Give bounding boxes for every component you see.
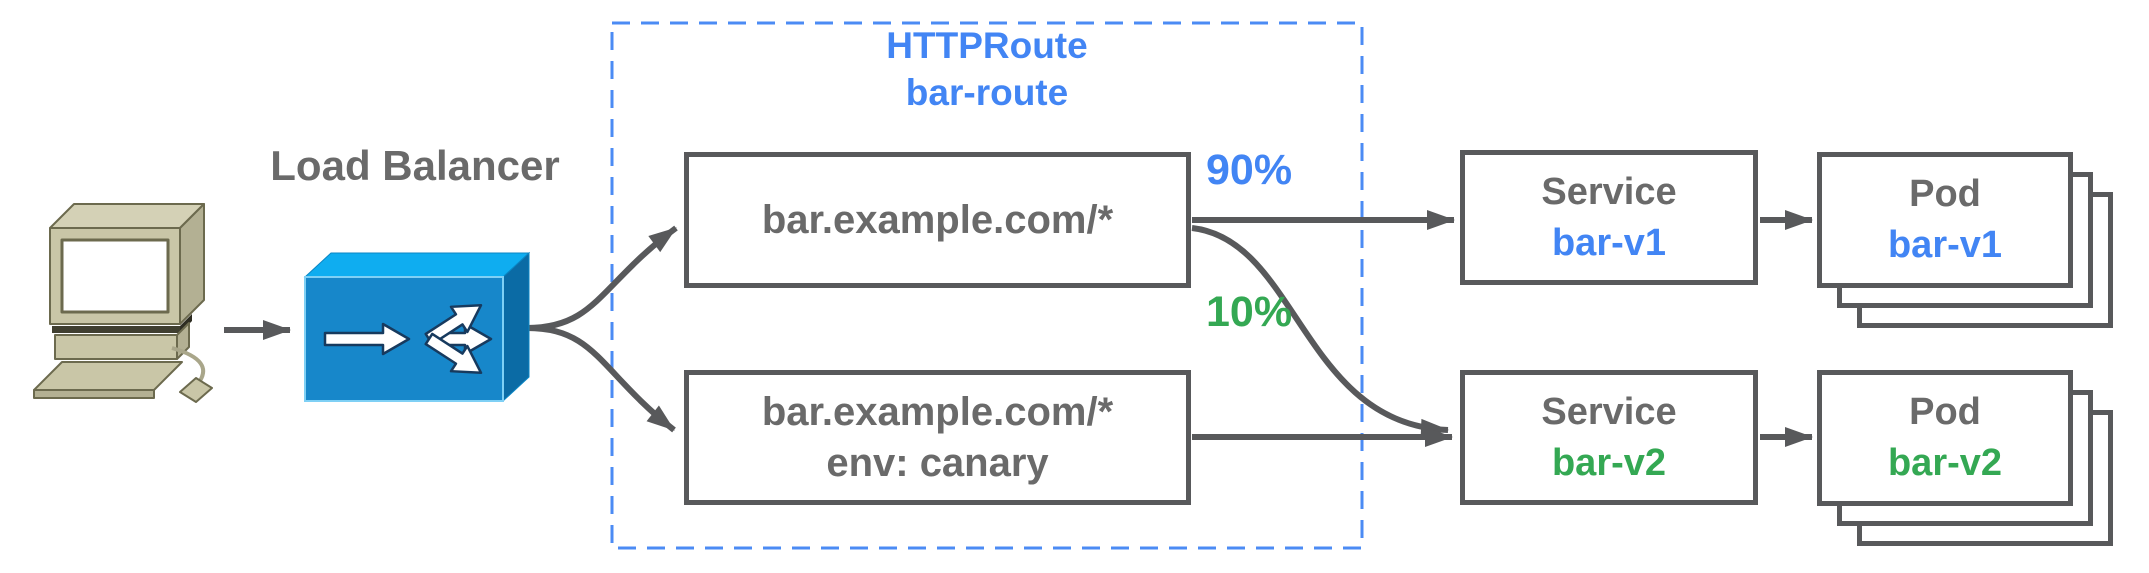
pod-bar-v1-box: Pod bar-v1 bbox=[1817, 152, 2073, 288]
httproute-title: HTTPRoute bar-route bbox=[612, 22, 1362, 116]
pod-bar-v2-box: Pod bar-v2 bbox=[1817, 370, 2073, 506]
computer-icon bbox=[33, 203, 213, 403]
pod-kind-label: Pod bbox=[1909, 173, 1981, 215]
route-rule-2-header: env: canary bbox=[826, 440, 1049, 485]
route-rule-2-box: bar.example.com/* env: canary bbox=[684, 370, 1191, 505]
arrow-lb-to-rule1 bbox=[526, 225, 678, 331]
service-name-label: bar-v1 bbox=[1551, 221, 1667, 264]
route-rule-1-box: bar.example.com/* bbox=[684, 152, 1191, 288]
load-balancer-label: Load Balancer bbox=[270, 142, 560, 189]
service-bar-v1-box: Service bar-v1 bbox=[1460, 150, 1758, 285]
weight-10-label: 10% bbox=[1206, 288, 1293, 336]
pod-name-label: bar-v2 bbox=[1887, 442, 2003, 484]
route-rule-2-match: bar.example.com/* bbox=[761, 389, 1114, 434]
pod-name-label: bar-v1 bbox=[1887, 224, 2003, 266]
httproute-name-label: bar-route bbox=[905, 72, 1069, 113]
weight-90-label: 90% bbox=[1206, 146, 1293, 194]
load-balancer-icon bbox=[303, 251, 530, 403]
route-rule-1-match: bar.example.com/* bbox=[761, 197, 1114, 242]
service-kind-label: Service bbox=[1541, 390, 1677, 433]
httproute-kind-label: HTTPRoute bbox=[886, 25, 1088, 66]
load-balancer-split-arrows-glyph bbox=[323, 303, 493, 375]
arrow-rule1-to-service2 bbox=[1191, 225, 1449, 439]
pod-kind-label: Pod bbox=[1909, 391, 1981, 433]
service-name-label: bar-v2 bbox=[1551, 441, 1667, 484]
service-bar-v2-box: Service bar-v2 bbox=[1460, 370, 1758, 505]
service-kind-label: Service bbox=[1541, 170, 1677, 213]
arrow-lb-to-rule2 bbox=[526, 325, 676, 433]
